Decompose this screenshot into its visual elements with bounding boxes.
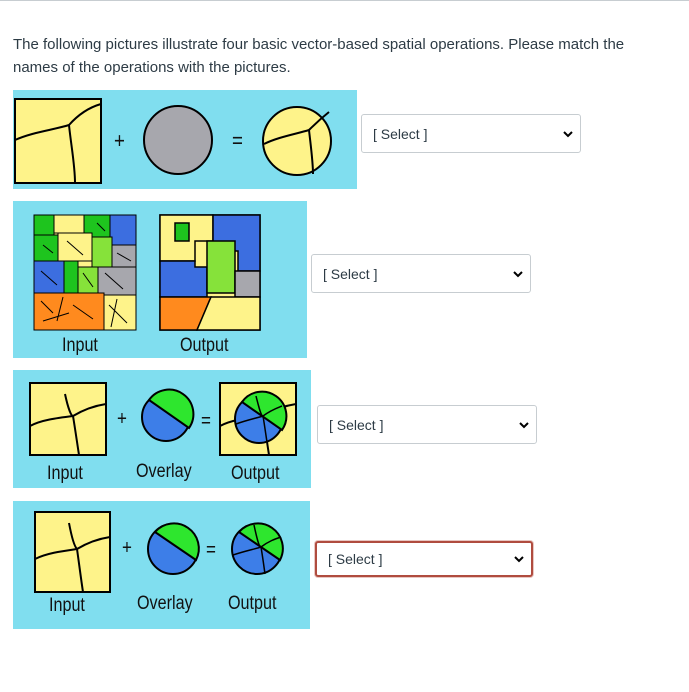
picture-panel-1: + =	[13, 90, 357, 189]
caption-output: Output	[228, 593, 277, 614]
caption-output: Output	[180, 335, 229, 356]
top-divider	[0, 0, 689, 1]
select-label: [ Select ]	[323, 265, 378, 282]
picture-panel-2: Input Output	[13, 201, 307, 358]
caption-input: Input	[47, 463, 83, 484]
chevron-down-icon	[513, 270, 523, 277]
caption-input: Input	[49, 595, 85, 616]
caption-overlay: Overlay	[136, 461, 192, 482]
input-polygon-layer	[29, 382, 107, 456]
select-label: [ Select ]	[373, 125, 428, 142]
picture-panel-3: + = Input Overlay Output	[13, 370, 311, 488]
plus-sign: +	[114, 128, 125, 153]
chevron-down-icon	[514, 556, 524, 563]
input-polygon-layer	[14, 98, 102, 184]
operation-select-1[interactable]: [ Select ]	[361, 114, 581, 153]
output-dissolved	[159, 214, 261, 331]
operation-select-4[interactable]: [ Select ]	[315, 541, 533, 577]
input-mosaic	[33, 214, 137, 331]
equals-sign: =	[232, 128, 243, 153]
operation-select-3[interactable]: [ Select ]	[317, 405, 537, 444]
operation-select-2[interactable]: [ Select ]	[311, 254, 531, 293]
caption-output: Output	[231, 463, 280, 484]
output-union	[231, 522, 284, 575]
select-label: [ Select ]	[329, 416, 384, 433]
plus-sign: +	[122, 537, 132, 559]
output-intersection	[234, 390, 288, 444]
question-text: The following pictures illustrate four b…	[13, 36, 625, 76]
clip-circle	[143, 105, 213, 175]
plus-sign: +	[117, 408, 127, 430]
input-polygon-layer	[34, 511, 111, 593]
equals-sign: =	[206, 539, 216, 561]
caption-input: Input	[62, 335, 98, 356]
select-label: [ Select ]	[328, 551, 383, 567]
equals-sign: =	[201, 410, 211, 432]
caption-overlay: Overlay	[137, 593, 193, 614]
chevron-down-icon	[519, 421, 529, 428]
overlay-circle	[141, 388, 195, 442]
overlay-circle	[147, 522, 200, 575]
picture-panel-4: + = Input Overlay Output	[13, 501, 310, 629]
chevron-down-icon	[563, 130, 573, 137]
